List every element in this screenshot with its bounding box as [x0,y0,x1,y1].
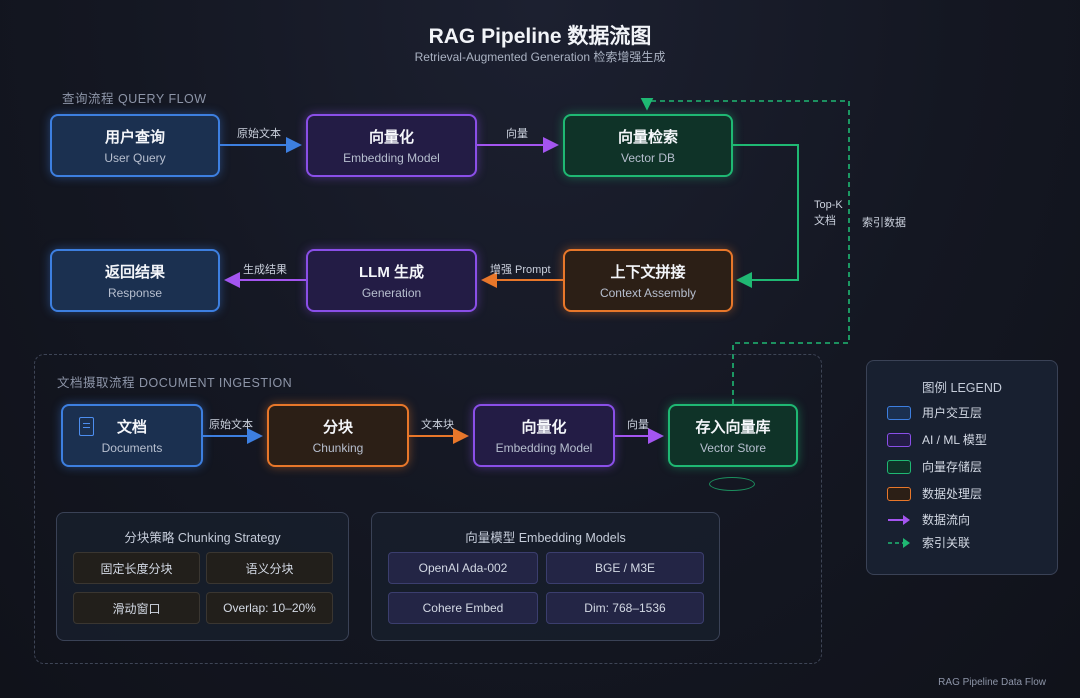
ingestion-region [34,354,822,664]
query-flow-label: 查询流程 QUERY FLOW [62,92,207,106]
embedding-chip-bge: BGE / M3E [546,552,704,584]
chunking-chip-overlap: Overlap: 10–20% [206,592,333,624]
legend-title: 图例 LEGEND [922,381,1002,395]
chunking-chip-sliding: 滑动窗口 [73,592,200,624]
document-icon [79,417,94,436]
node-llm-en: Generation [361,286,422,300]
edge-label-raw-text: 原始文本 [237,128,281,140]
node-context-en: Context Assembly [599,286,697,300]
ingest-edge-label-vector: 向量 [627,419,649,431]
node-embedding-model[interactable]: 向量化 Embedding Model [306,114,477,177]
edge-index-link [640,97,850,404]
embedding-chip-openai: OpenAI Ada-002 [388,552,538,584]
edge-label-augment-prompt: 增强 Prompt [490,264,551,276]
node-vector-store-en: Vector Store [699,441,767,455]
ingest-edge-label-chunk: 文本块 [421,419,454,431]
node-llm-generation[interactable]: LLM 生成 Generation [306,249,477,312]
dashed-arrow-icon [888,537,910,548]
legend-label-index-link: 索引关联 [922,536,971,550]
legend-item-index-link: 索引关联 [887,534,970,551]
ingestion-label: 文档摄取流程 DOCUMENT INGESTION [57,376,293,390]
node-user-query-en: User Query [104,151,166,165]
legend-panel: 图例 LEGEND 用户交互层 AI / ML 模型 向量存储层 数据处理层 数… [866,360,1058,575]
node-documents[interactable]: 文档 Documents [61,404,203,467]
legend-swatch-orange [887,486,911,501]
edge-vectordb-context [733,144,799,288]
chunking-strategy-panel: 分块策略 Chunking Strategy 固定长度分块 语义分块 滑动窗口 … [56,512,349,641]
legend-label-data-flow: 数据流向 [922,513,971,527]
legend-label-vector-layer: 向量存储层 [922,460,983,474]
legend-label-user-layer: 用户交互层 [922,406,983,420]
node-vector-db-zh: 向量检索 [617,129,678,146]
chunking-chip-semantic: 语义分块 [206,552,333,584]
node-context-zh: 上下文拼接 [610,264,686,281]
embedding-models-title: 向量模型 Embedding Models [465,531,626,545]
legend-label-ai-layer: AI / ML 模型 [922,433,987,447]
node-vector-store-zh: 存入向量库 [695,419,771,436]
node-ingest-embedding[interactable]: 向量化 Embedding Model [473,404,615,467]
ingest-edge-label-raw-text: 原始文本 [209,419,253,431]
embedding-models-panel: 向量模型 Embedding Models OpenAI Ada-002 BGE… [371,512,720,641]
node-user-query-zh: 用户查询 [104,129,165,146]
legend-item-user-layer: 用户交互层 [887,404,982,421]
edge-label-topk-docs: 文档 [814,215,836,227]
legend-item-processing-layer: 数据处理层 [887,485,982,502]
edge-label-vector: 向量 [506,128,528,140]
legend-label-processing-layer: 数据处理层 [922,487,983,501]
node-llm-zh: LLM 生成 [359,264,424,281]
node-vector-db[interactable]: 向量检索 Vector DB [563,114,733,177]
legend-swatch-purple [887,432,911,447]
legend-swatch-blue [887,405,911,420]
node-context-assembly[interactable]: 上下文拼接 Context Assembly [563,249,733,312]
edge-label-generation-result: 生成结果 [243,264,287,276]
node-chunking-zh: 分块 [322,419,353,436]
node-user-query[interactable]: 用户查询 User Query [50,114,220,177]
footer-caption: RAG Pipeline Data Flow [938,677,1046,688]
node-response-en: Response [107,286,163,300]
node-chunking-en: Chunking [312,441,364,455]
chunking-strategy-title: 分块策略 Chunking Strategy [124,531,281,545]
embedding-chip-cohere: Cohere Embed [388,592,538,624]
node-embedding-zh: 向量化 [368,129,414,146]
chunking-chip-fixed: 固定长度分块 [73,552,200,584]
legend-item-data-flow: 数据流向 [887,511,970,528]
page-title: RAG Pipeline 数据流图 [428,25,652,48]
node-documents-en: Documents [101,441,163,455]
node-chunking[interactable]: 分块 Chunking [267,404,409,467]
node-vector-store[interactable]: 存入向量库 Vector Store [668,404,798,467]
node-response-zh: 返回结果 [104,264,165,281]
node-vector-db-en: Vector DB [620,151,676,165]
edge-label-topk: Top-K [814,199,843,211]
database-icon [709,477,755,491]
node-response[interactable]: 返回结果 Response [50,249,220,312]
edge-label-index-data: 索引数据 [862,217,906,229]
node-documents-zh: 文档 [116,419,147,436]
embedding-chip-dim: Dim: 768–1536 [546,592,704,624]
legend-item-ai-layer: AI / ML 模型 [887,431,987,448]
node-embedding-en: Embedding Model [343,151,440,165]
legend-swatch-green [887,459,911,474]
legend-item-vector-layer: 向量存储层 [887,458,982,475]
arrow-right-icon [888,514,910,525]
node-ingest-embedding-zh: 向量化 [521,419,567,436]
node-ingest-embedding-en: Embedding Model [495,441,593,455]
page-subtitle: Retrieval-Augmented Generation 检索增强生成 [414,50,666,64]
